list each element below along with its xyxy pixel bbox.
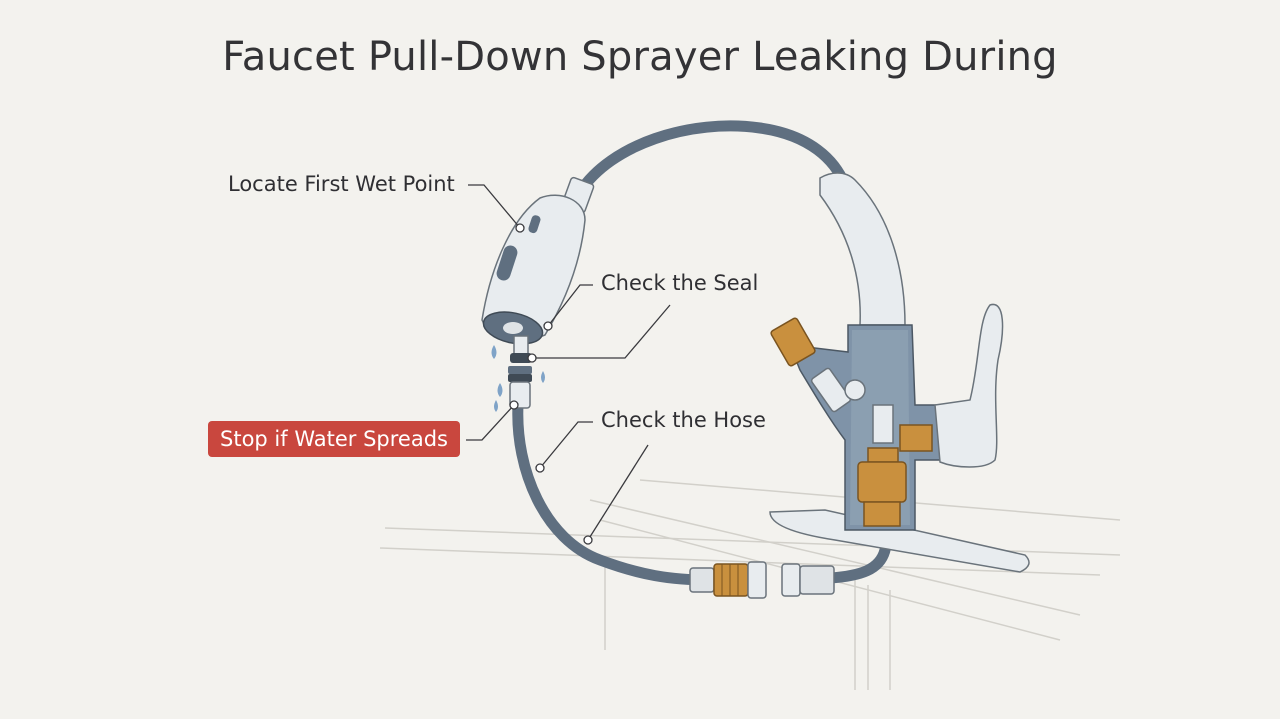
hose-upper-leader — [539, 421, 593, 469]
left-valve-fitting — [770, 317, 866, 413]
water-drops — [491, 345, 545, 412]
supply-hose-right — [824, 544, 891, 584]
sprayer-hose-lower — [512, 399, 716, 586]
sprayer-head — [481, 176, 595, 345]
faucet-handle — [934, 303, 1004, 468]
sprayer-hose-arc — [574, 120, 851, 198]
seal-upper-leader — [547, 284, 593, 327]
seal-lower-leader — [532, 304, 671, 359]
stop-leader — [466, 404, 515, 441]
callout-anchor-dots — [509, 223, 593, 545]
callout-locate-wet-point: Locate First Wet Point — [228, 172, 455, 196]
hose-lower-leader — [587, 444, 649, 541]
callout-leaders — [466, 184, 671, 541]
deck-plate — [769, 509, 1030, 573]
callout-check-hose: Check the Hose — [601, 408, 766, 432]
valve-cartridge — [857, 404, 933, 527]
seal-fittings — [508, 335, 532, 409]
faucet-spout — [819, 172, 906, 326]
callout-check-seal: Check the Seal — [601, 271, 759, 295]
callout-stop-warning: Stop if Water Spreads — [208, 421, 460, 457]
quick-connector — [689, 561, 835, 599]
diagram-title: Faucet Pull-Down Sprayer Leaking During — [222, 34, 1058, 80]
wet-point-leader — [468, 184, 521, 229]
